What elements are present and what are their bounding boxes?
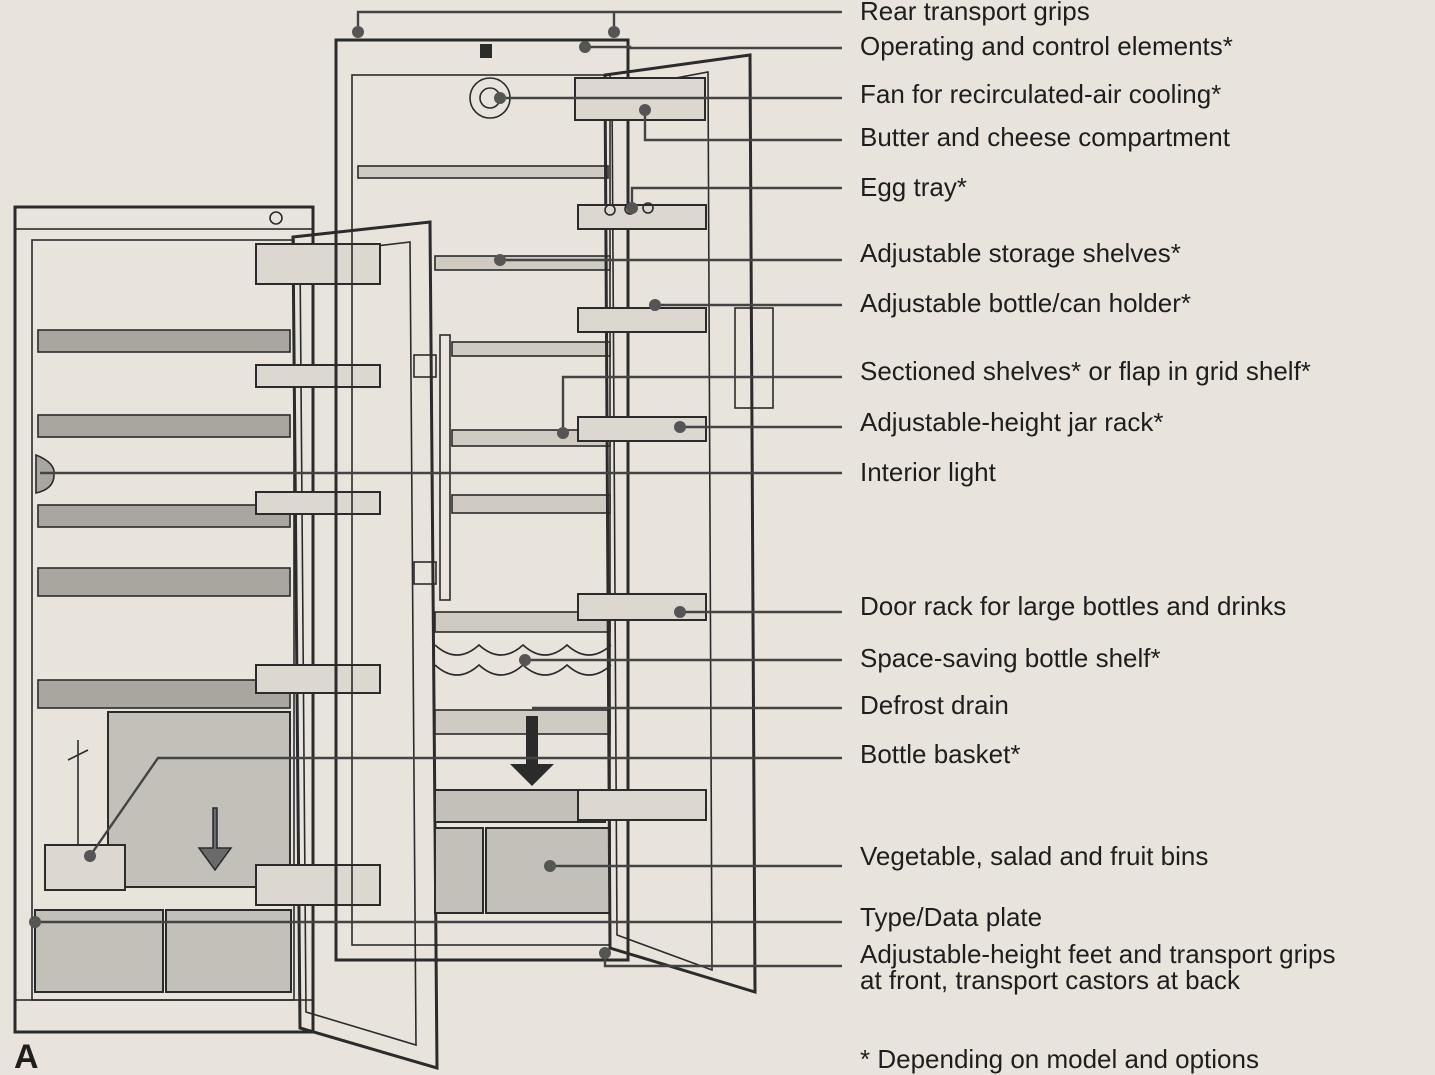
right-crisper-cover [434,789,606,823]
label-fan-recirculated-air: Fan for recirculated-air cooling* [860,79,1221,109]
right-grid-shelf-1 [357,165,609,179]
upper-hinge [413,354,437,378]
left-door-rack-2 [255,491,381,515]
footnote: * Depending on model and options [860,1044,1259,1074]
right-refrigerator [334,38,630,962]
arrow-down-icon [197,807,233,872]
callout-labels: Rear transport grips Operating and contr… [14,0,1336,1075]
bottle-basket [44,844,126,891]
label-bottle-can-holder: Adjustable bottle/can holder* [860,288,1191,318]
label-defrost-drain: Defrost drain [860,690,1009,720]
left-door-rack-4 [255,864,381,906]
left-bin-2 [165,909,292,993]
label-bottle-shelf: Space-saving bottle shelf* [860,643,1161,673]
thermostat-icon [269,211,283,225]
label-feet-grips-line2: at front, transport castors at back [860,965,1241,995]
right-door-panel [603,53,757,995]
label-type-data-plate: Type/Data plate [860,902,1042,932]
label-sectioned-shelves: Sectioned shelves* or flap in grid shelf… [860,356,1311,386]
label-interior-light: Interior light [860,457,997,487]
left-refrigerator [13,205,315,1034]
door-handle [734,307,774,409]
bottle-can-holder [577,307,707,333]
defrost-arrow-icon [510,716,554,786]
label-butter-cheese: Butter and cheese compartment [860,122,1231,152]
left-shelf-3 [37,504,291,528]
label-feet-grips-line1: Adjustable-height feet and transport gri… [860,939,1336,969]
label-rear-transport-grips: Rear transport grips [860,0,1090,26]
label-vegetable-bins: Vegetable, salad and fruit bins [860,841,1208,871]
door-seal [439,334,451,601]
control-element [480,44,492,58]
right-fridge-cabinet [334,38,630,962]
egg-tray-rack [577,204,707,230]
lower-hinge [413,561,437,585]
right-grid-shelf-6 [434,611,611,633]
leader-lines [29,10,842,968]
door-rack-bottom [577,789,707,821]
left-door [255,220,439,1071]
left-door-rack-3 [255,664,381,694]
label-jar-rack: Adjustable-height jar rack* [860,407,1164,437]
door-rack-large-bottles [577,593,707,621]
left-storage-box [107,711,291,888]
label-door-rack: Door rack for large bottles and drinks [860,591,1286,621]
left-shelf-4 [37,567,291,597]
right-grid-shelf-5 [451,494,611,514]
left-door-rack-1 [255,364,381,388]
jar-rack [577,416,707,442]
label-bottle-basket: Bottle basket* [860,739,1020,769]
left-bin-1 [34,909,164,993]
label-storage-shelves: Adjustable storage shelves* [860,238,1181,268]
label-egg-tray: Egg tray* [860,172,967,202]
left-shelf-1 [37,329,291,353]
left-door-panel [291,220,439,1071]
left-shelf-2 [37,414,291,438]
right-grid-shelf-7 [434,709,611,735]
right-bin-1 [434,827,484,914]
figure-letter: A [14,1038,39,1075]
left-door-butter-compartment [255,243,381,285]
right-grid-shelf-2 [434,255,611,271]
left-shelf-5 [37,679,291,709]
label-operating-control-elements: Operating and control elements* [860,31,1233,61]
right-grid-shelf-3 [451,341,611,357]
